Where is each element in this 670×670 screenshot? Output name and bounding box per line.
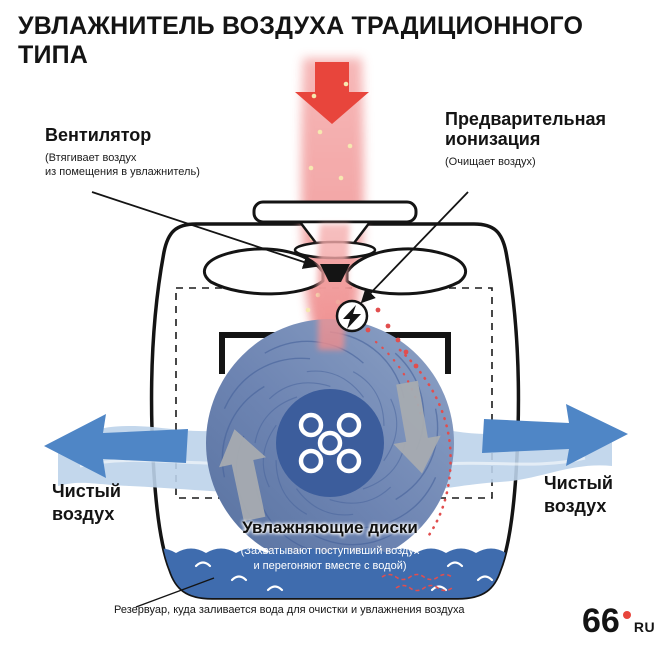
disk-hub: [276, 389, 384, 497]
fan-hub: [320, 264, 350, 282]
ionizer-badge: [335, 299, 369, 333]
water-ion-squiggles: [381, 573, 453, 592]
disks-callout-title: Увлажняющие диски: [242, 518, 418, 537]
lightning-icon: [343, 305, 361, 329]
logo-66ru: 66 RU: [582, 602, 656, 640]
water-tank: [151, 548, 519, 598]
ionization-callout-desc: (Очищает воздух): [445, 155, 536, 168]
intake-arrow-icon: [295, 62, 369, 124]
fan-pointer-line: [91, 191, 318, 269]
ionization-callout: Предварительная ионизация (Очищает возду…: [445, 109, 645, 169]
fan-callout-desc: (Втягивает воздух из помещения в увлажни…: [45, 151, 200, 179]
clean-air-label-left: Чистый воздух: [52, 481, 121, 524]
ionization-callout-title: Предварительная ионизация: [445, 109, 606, 149]
fan-callout-title: Вентилятор: [45, 125, 152, 145]
clean-air-label-right: Чистый воздух: [544, 473, 613, 516]
disk-rotation-arrow-down-icon: [393, 380, 441, 474]
disk-rotation-arrow-up-icon: [219, 429, 266, 522]
reservoir-pointer-line: [135, 577, 215, 608]
logo-number: 66: [582, 602, 620, 640]
logo-suffix: RU: [633, 618, 656, 635]
fan-callout: Вентилятор (Втягивает воздух из помещени…: [45, 125, 255, 179]
water-wave-marks: [194, 561, 494, 592]
lid: [252, 200, 418, 224]
disks-callout-desc: (Захватывают поступивший воздух и перего…: [240, 545, 420, 572]
page-title: УВЛАЖНИТЕЛЬ ВОЗДУХА ТРАДИЦИОННОГО ТИПА: [18, 12, 584, 69]
logo-dot-icon: [622, 610, 631, 619]
disks-callout: Увлажняющие диски (Захватывают поступивш…: [180, 518, 480, 574]
ionization-pointer-line: [360, 191, 469, 304]
clean-air-arrow-right-icon: [482, 404, 628, 466]
fan-blade-right: [345, 247, 468, 296]
reservoir-label: Резервуар, куда заливается вода для очис…: [114, 604, 465, 616]
callout-pointers: [91, 191, 469, 608]
humidifying-disk: [206, 319, 454, 567]
clean-air-arrow-left-icon: [44, 414, 188, 478]
fan-blade-left: [202, 247, 325, 296]
ionized-particle-trail: [374, 340, 452, 540]
